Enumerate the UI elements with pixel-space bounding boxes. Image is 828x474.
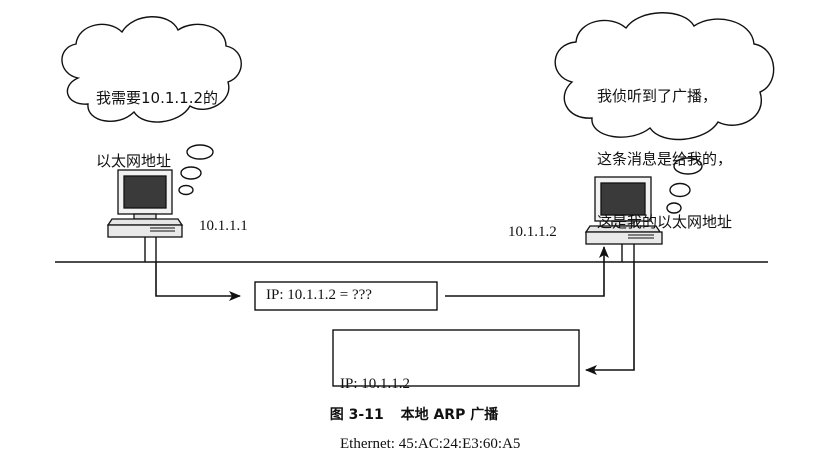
reply-ip-line: IP: 10.1.1.2 <box>340 376 411 392</box>
left-computer <box>106 169 184 262</box>
broadcast-arrow-to-box <box>155 262 241 301</box>
left-thought-line-1: 我需要10.1.1.2的 <box>96 89 219 107</box>
left-host-ip: 10.1.1.1 <box>199 218 248 234</box>
reply-arrow <box>585 262 635 375</box>
left-thought-cloud <box>61 16 242 196</box>
right-host-ip: 10.1.1.2 <box>508 224 557 240</box>
figure-caption: 图 3-11 本地 ARP 广播 <box>0 404 828 424</box>
broadcast-message-text: IP: 10.1.1.2 = ??? <box>266 287 372 303</box>
figure-title: 本地 ARP 广播 <box>400 407 499 423</box>
right-thought-line-1: 我侦听到了广播， <box>597 87 718 105</box>
broadcast-message-box <box>254 281 438 311</box>
left-thought-line-2: 以太网地址 <box>96 152 172 170</box>
reply-message-box <box>332 329 580 387</box>
left-thought-text: 我需要10.1.1.2的 以太网地址 <box>96 46 218 193</box>
right-thought-cloud <box>554 12 775 214</box>
broadcast-arrow-to-host <box>445 246 609 297</box>
right-thought-line-3: 这是我的以太网地址 <box>597 213 733 231</box>
right-thought-line-2: 这条消息是给我的， <box>597 150 733 168</box>
right-thought-text: 我侦听到了广播， 这条消息是给我的， 这是我的以太网地址 <box>597 44 732 254</box>
figure-number: 图 3-11 <box>329 407 384 423</box>
reply-ethernet-line: Ethernet: 45:AC:24:E3:60:A5 <box>340 436 521 452</box>
arp-diagram <box>55 12 775 387</box>
right-computer <box>584 176 663 262</box>
